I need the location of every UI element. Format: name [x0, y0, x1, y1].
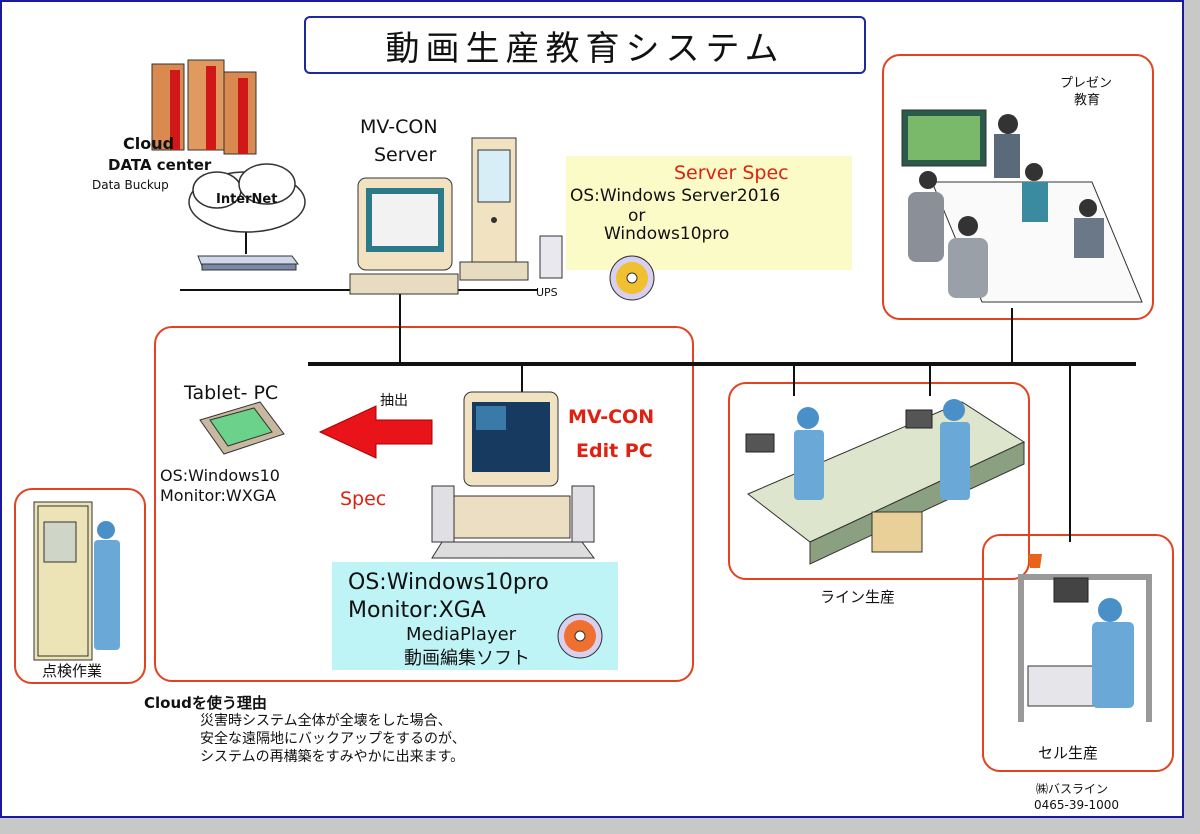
presentation-frame	[882, 54, 1154, 320]
edit-pc-label-line1: MV-CON	[568, 406, 655, 428]
inspection-frame	[14, 488, 146, 684]
server-spec-or: or	[628, 206, 646, 226]
line-production-frame	[728, 382, 1030, 580]
cloud-reason-heading: Cloudを使う理由	[144, 694, 267, 712]
inspection-illustration	[33, 501, 120, 661]
cloud-reason-line1: 災害時システム全体が全壊をした場合、	[200, 713, 452, 729]
company-name: ㈱バスライン	[1036, 782, 1109, 796]
internet-label: InterNet	[216, 192, 278, 207]
internet-cloud-icon	[188, 163, 306, 233]
server-label-line1: MV-CON	[360, 116, 438, 138]
tablet-os: OS:Windows10	[160, 466, 280, 485]
edit-pc-spec-label: Spec	[340, 488, 387, 510]
cloud-subtitle: Data Buckup	[92, 178, 169, 192]
inspection-label: 点検作業	[42, 662, 103, 680]
server-spec-panel	[566, 156, 852, 270]
presentation-label-line2: 教育	[1074, 93, 1101, 108]
extract-label: 抽出	[380, 393, 408, 409]
data-center-icon	[151, 59, 257, 155]
server-spec-alt-os: Windows10pro	[604, 224, 730, 244]
edit-pc-spec-player: MediaPlayer	[406, 624, 517, 645]
tablet-monitor: Monitor:WXGA	[160, 486, 277, 505]
tablet-label: Tablet- PC	[184, 382, 279, 404]
cloud-reason-line3: システムの再構築をすみやかに出来ます。	[200, 749, 465, 765]
server-monitor-icon	[349, 177, 459, 295]
edit-pc-frame	[154, 326, 694, 682]
server-spec-heading: Server Spec	[674, 162, 789, 184]
diagram-graphics	[33, 59, 1152, 722]
cell-production-illustration	[1018, 554, 1152, 722]
presentation-room-illustration	[901, 109, 1143, 303]
server-tower-icon	[459, 137, 529, 281]
diagram-page: 動画生産教育システム	[0, 0, 1184, 818]
ups-icon	[539, 235, 563, 279]
tablet-icon	[199, 401, 285, 455]
cell-production-frame	[982, 534, 1174, 772]
edit-pc-cd-icon	[557, 613, 603, 659]
ups-label: UPS	[536, 286, 558, 299]
line-production-label: ライン生産	[820, 588, 896, 606]
line-production-illustration	[745, 399, 1026, 565]
page-title: 動画生産教育システム	[304, 16, 866, 74]
extract-arrow-icon	[318, 405, 433, 459]
edit-pc-icon	[431, 391, 595, 559]
company-phone: 0465-39-1000	[1034, 798, 1120, 812]
edit-pc-spec-os: OS:Windows10pro	[348, 570, 549, 595]
cloud-title-line2: DATA center	[108, 156, 212, 174]
router-icon	[197, 255, 299, 271]
server-cd-icon	[609, 255, 655, 301]
server-spec-os: OS:Windows Server2016	[570, 186, 781, 206]
cell-production-label: セル生産	[1038, 744, 1099, 762]
presentation-label-line1: プレゼン	[1060, 76, 1113, 91]
edit-pc-spec-monitor: Monitor:XGA	[348, 598, 486, 623]
server-label-line2: Server	[374, 144, 437, 166]
edit-pc-label-line2: Edit PC	[576, 440, 653, 462]
cloud-title-line1: Cloud	[123, 134, 175, 153]
edit-pc-spec-software: 動画編集ソフト	[404, 648, 530, 669]
cloud-reason-line2: 安全な遠隔地にバックアップをするのが、	[200, 731, 466, 747]
